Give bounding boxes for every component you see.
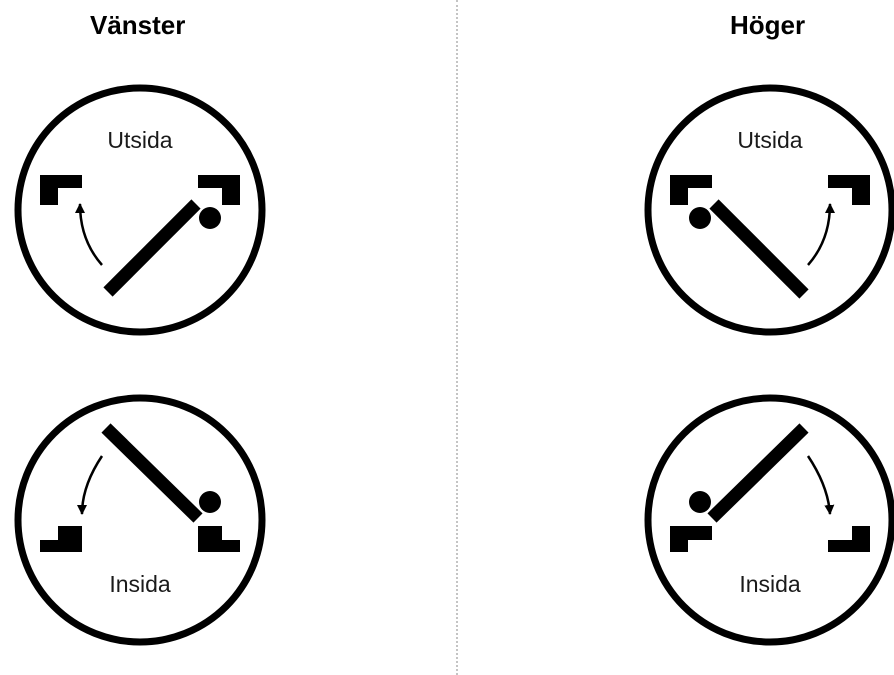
door-diagram-right-outside: Utsida bbox=[644, 84, 894, 336]
hinge-icon bbox=[199, 207, 221, 229]
door-diagram-right-inside: Insida bbox=[644, 394, 894, 646]
hinge-icon bbox=[689, 207, 711, 229]
frame-left-icon bbox=[670, 526, 712, 552]
door-leaf bbox=[103, 199, 201, 297]
swing-arrow-icon bbox=[77, 455, 104, 515]
hinge-icon bbox=[199, 491, 221, 513]
door-leaf bbox=[709, 199, 809, 299]
swing-arrow-icon bbox=[806, 455, 835, 515]
door-diagram-left-inside: Insida bbox=[14, 394, 266, 646]
side-label: Utsida bbox=[737, 127, 802, 153]
side-label: Insida bbox=[109, 571, 171, 597]
swing-arrow-icon bbox=[75, 203, 103, 266]
frame-left-icon bbox=[40, 175, 82, 205]
door-leaf bbox=[707, 423, 809, 523]
hinge-icon bbox=[689, 491, 711, 513]
frame-right-icon bbox=[828, 526, 870, 552]
heading-right: Höger bbox=[730, 10, 806, 40]
side-label: Utsida bbox=[107, 127, 172, 153]
swing-arrow-icon bbox=[807, 203, 835, 266]
side-label: Insida bbox=[739, 571, 801, 597]
frame-left-icon bbox=[40, 526, 82, 552]
door-leaf bbox=[101, 423, 203, 523]
door-diagram-left-outside: Utsida bbox=[14, 84, 266, 336]
diagram-circle bbox=[644, 394, 894, 646]
diagram-circle bbox=[14, 394, 266, 646]
frame-left-icon bbox=[670, 175, 712, 205]
column-divider bbox=[456, 0, 458, 675]
frame-right-icon bbox=[198, 175, 240, 205]
diagram-circle bbox=[14, 84, 266, 336]
heading-left: Vänster bbox=[90, 10, 186, 40]
frame-right-icon bbox=[828, 175, 870, 205]
diagram-circle bbox=[644, 84, 894, 336]
frame-right-icon bbox=[198, 526, 240, 552]
